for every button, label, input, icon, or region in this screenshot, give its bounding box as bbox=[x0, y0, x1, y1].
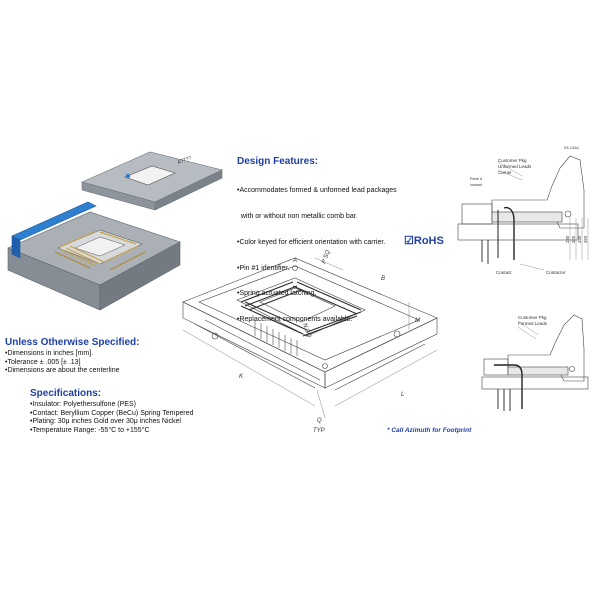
drawing-label-typ: TYP bbox=[313, 428, 325, 434]
drawing-contact-pins bbox=[240, 281, 362, 337]
design-feature-item: •Spring actuated latching. bbox=[237, 290, 317, 298]
design-features-list: •Accommodates formed & unformed lead pac… bbox=[237, 170, 397, 333]
unless-specified-item: •Dimensions are about the centerline bbox=[5, 367, 120, 375]
specification-item: •Insulator: Polyethersulfone (PES) bbox=[30, 401, 136, 408]
design-feature-item: •Color keyed for efficient orientation w… bbox=[237, 238, 386, 246]
detail-top-customer-pkg: Customer Pkg bbox=[498, 158, 527, 163]
unless-specified-item: •Tolerance ± .005 [± .13] bbox=[5, 358, 81, 366]
design-feature-item: •Replacement components available. bbox=[237, 316, 353, 324]
detail-top-dim: .230 bbox=[565, 235, 570, 244]
blue-latch-arm bbox=[11, 201, 97, 259]
drawing-label-n-sq: N SQ bbox=[301, 323, 312, 339]
detail-bottom-customer-pkg: Customer Pkg bbox=[518, 315, 547, 320]
detail-top-contactor: Contactor bbox=[546, 270, 566, 275]
detail-top-contact-small: contact bbox=[470, 183, 483, 187]
specification-item: •Plating: 30μ inches Gold over 30μ inche… bbox=[30, 418, 181, 426]
drawing-label-q: Q bbox=[317, 418, 322, 424]
detail-top-dim: .300 bbox=[571, 235, 576, 244]
detail-part-number: 03-13A1 bbox=[564, 145, 580, 150]
specifications-list: •Insulator: Polyethersulfone (PES) •Cont… bbox=[30, 401, 193, 435]
detail-top-dim: .350 bbox=[583, 235, 588, 244]
specification-item: •Contact: Beryllium Copper (BeCu) Spring… bbox=[30, 409, 194, 417]
drawing-label-b: B bbox=[381, 276, 385, 282]
rohs-check-icon: ☑ bbox=[404, 235, 414, 247]
lid-part-label: A?7?? bbox=[177, 155, 193, 166]
design-feature-item: •Pin #1 identifier. bbox=[237, 264, 290, 272]
detail-top-carrier: Carrier bbox=[498, 170, 512, 175]
drawing-base-outline bbox=[182, 257, 438, 373]
gold-contacts bbox=[54, 230, 146, 271]
rohs-badge: ☑RoHS bbox=[404, 234, 444, 247]
detail-bottom-formed-leads: Formed Leads bbox=[518, 321, 548, 326]
specifications-heading: Specifications: bbox=[30, 388, 102, 399]
rohs-label: RoHS bbox=[413, 235, 444, 247]
detail-top-contact: Contact bbox=[496, 270, 512, 275]
detail-top-pin-one: Pane d bbox=[470, 177, 482, 181]
unless-specified-item: •Dimensions in inches [mm]. bbox=[5, 350, 94, 357]
specification-item: •Temperature Range: -55°C to +155°C bbox=[30, 426, 150, 434]
footprint-note: * Call Azimuth for Footprint bbox=[387, 427, 472, 434]
lid-cover: A?7?? bbox=[81, 151, 223, 211]
detail-top-unformed-leads: Unformed Leads bbox=[498, 164, 532, 169]
drawing-label-k: K bbox=[239, 374, 244, 380]
design-feature-item: •Accommodates formed & unformed lead pac… bbox=[237, 187, 397, 195]
drawing-label-a: A bbox=[292, 258, 297, 264]
drawing-label-p-sq: P SQ bbox=[321, 249, 332, 265]
socket-line-drawing: A B P SQ N SQ K L M Q TYP bbox=[182, 249, 438, 434]
drawing-label-l: L bbox=[401, 392, 404, 398]
design-features-heading: Design Features: bbox=[237, 156, 319, 167]
detail-top-dim: .330 bbox=[577, 235, 582, 244]
socket-3d-render: A?7?? bbox=[7, 151, 223, 311]
unless-specified-heading: Unless Otherwise Specified: bbox=[5, 337, 140, 348]
design-feature-item: with or without non metallic comb bar. bbox=[237, 212, 358, 220]
unless-specified-list: •Dimensions in inches [mm]. •Tolerance ±… bbox=[5, 350, 120, 376]
drawing-label-m: M bbox=[415, 318, 420, 324]
lid-pin1-dot bbox=[125, 173, 131, 179]
detail-section-bottom: Customer Pkg Formed Leads bbox=[481, 314, 589, 411]
detail-section-top: 03-13A1 Customer Pkg Unformed Leads Carr… bbox=[457, 145, 589, 275]
